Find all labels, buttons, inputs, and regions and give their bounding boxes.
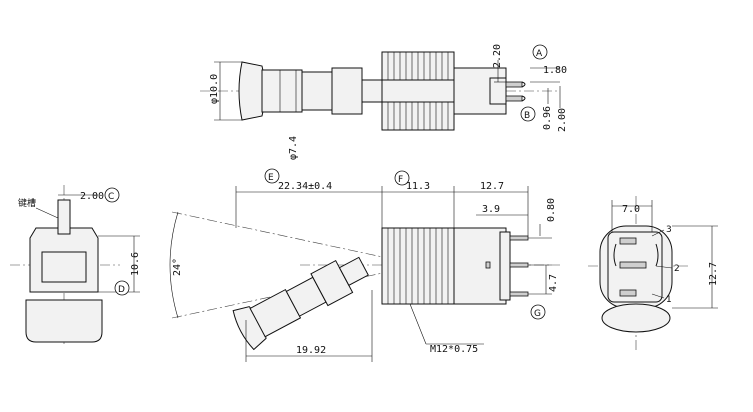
tag-f: F — [398, 175, 403, 185]
dim-pin-length: 3.9 — [482, 204, 500, 215]
dim-left-height: 10.6 — [130, 252, 141, 276]
dim-shaft-diameter: φ7.4 — [288, 136, 299, 160]
dim-groove-width: 2.00 — [80, 191, 104, 202]
dim-pin-width: 2.20 — [492, 44, 503, 68]
dim-knob-length: 19.92 — [296, 345, 326, 356]
front-view: 24° — [169, 168, 560, 362]
dim-knob-diameter: φ10.0 — [209, 74, 220, 104]
dim-pin-pitch-b: 2.00 — [557, 108, 568, 132]
top-view: φ10.0 φ7.4 2.20 A 1.80 B 0.96 2.00 — [200, 44, 568, 160]
dim-angle: 24° — [172, 258, 183, 276]
tag-e: E — [268, 173, 274, 183]
pin-label-1: 1 — [666, 295, 672, 305]
dim-right-width: 7.0 — [622, 204, 640, 215]
dim-pin-gap: 1.80 — [543, 65, 567, 76]
tag-d: D — [118, 285, 125, 295]
label-groove: 键槽 — [18, 197, 36, 209]
front-thread-lines — [387, 228, 449, 304]
tag-g: G — [534, 309, 541, 319]
dim-length-e: 22.34±0.4 — [278, 181, 332, 192]
dim-length-g: 12.7 — [480, 181, 504, 192]
dim-pin-pitch: 4.7 — [548, 274, 559, 292]
dim-pin-thickness: 0.80 — [546, 198, 557, 222]
pin-label-2: 2 — [674, 264, 680, 274]
pin-label-3: 3 — [666, 225, 672, 235]
dim-right-height: 12.7 — [708, 262, 719, 286]
right-view: 7.0 12.7 3 2 1 — [588, 196, 719, 350]
tag-b: B — [524, 111, 530, 121]
left-view: 2.00 C 键槽 10.6 D — [10, 185, 141, 345]
dim-pin-pitch-a: 0.96 — [542, 106, 553, 130]
thread-spec: M12*0.75 — [430, 344, 478, 355]
tag-c: C — [108, 192, 114, 202]
dim-length-f: 11.3 — [406, 181, 430, 192]
tag-a: A — [536, 49, 543, 59]
